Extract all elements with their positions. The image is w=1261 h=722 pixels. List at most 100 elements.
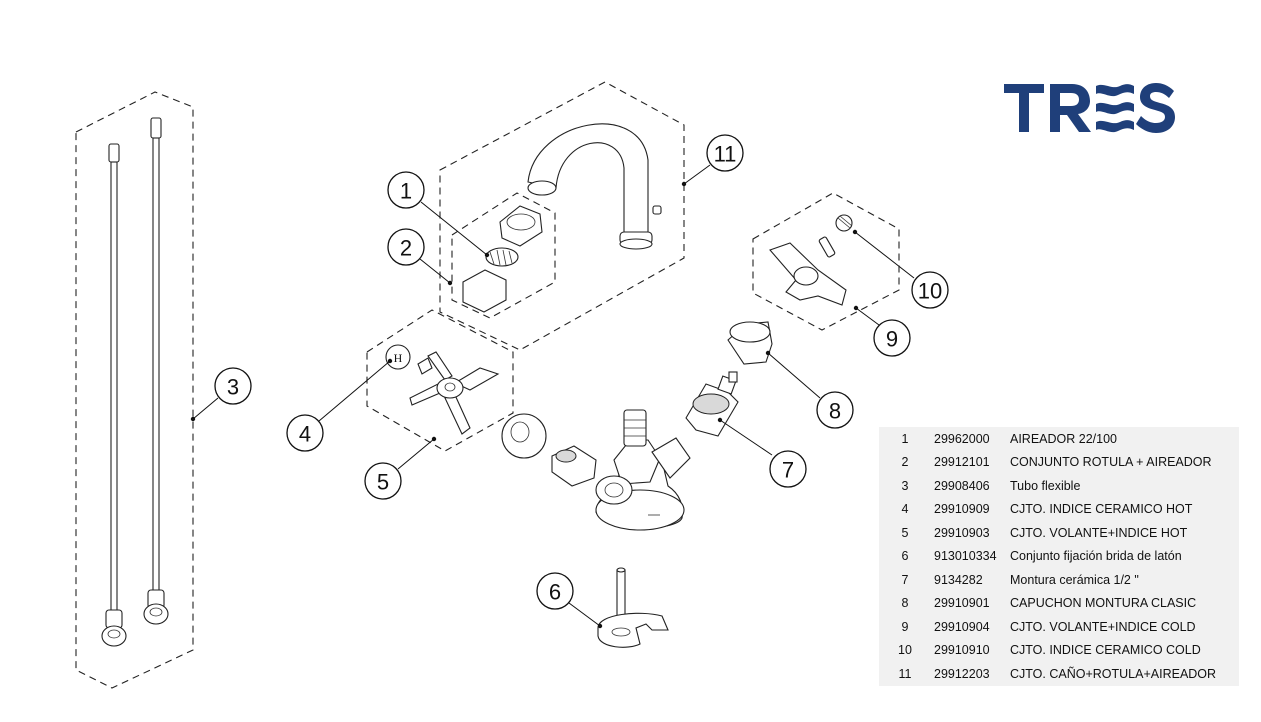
leader-11	[683, 164, 711, 185]
part-code: 29912203	[934, 666, 990, 681]
table-row: 4 29910909 CJTO. INDICE CERAMICO HOT	[879, 498, 1239, 522]
part-description: CJTO. VOLANTE+INDICE HOT	[1010, 525, 1188, 540]
table-row: 2 29912101 CONJUNTO ROTULA + AIREADOR	[879, 451, 1239, 475]
svg-text:H: H	[394, 351, 403, 365]
cold-indicator	[835, 214, 853, 232]
leader-10	[854, 231, 915, 279]
part-number: 7	[901, 572, 909, 587]
flexible-hose-right	[143, 117, 169, 625]
part-number: 4	[901, 502, 909, 517]
part-description: Montura cerámica 1/2 "	[1010, 572, 1139, 587]
leader-8	[767, 352, 821, 399]
part-description: CONJUNTO ROTULA + AIREADOR	[1010, 455, 1212, 470]
svg-text:5: 5	[377, 470, 389, 495]
leader-3	[192, 397, 219, 420]
ball-joint	[499, 205, 543, 247]
svg-text:1: 1	[400, 179, 412, 204]
part-code: 29962000	[934, 431, 990, 446]
part-description: Tubo flexible	[1010, 478, 1081, 493]
callout-11: 11	[706, 134, 744, 172]
group-outline-cold-handle	[752, 192, 900, 331]
table-row: 3 29908406 Tubo flexible	[879, 474, 1239, 498]
part-description: CJTO. INDICE CERAMICO HOT	[1010, 502, 1193, 517]
leader-1	[420, 201, 488, 256]
callout-2: 2	[387, 228, 425, 266]
part-code: 913010334	[934, 549, 997, 564]
part-code: 29910901	[934, 596, 990, 611]
table-row: 8 29910901 CAPUCHON MONTURA CLASIC	[879, 592, 1239, 616]
hot-handle	[409, 351, 500, 435]
mixer-body	[595, 409, 691, 531]
part-number: 8	[901, 596, 909, 611]
callout-10: 10	[911, 271, 949, 309]
part-number: 6	[901, 549, 909, 564]
hot-cartridge	[551, 445, 597, 487]
leader-2	[419, 258, 451, 284]
table-row: 7 9134282 Montura cerámica 1/2 "	[879, 568, 1239, 592]
aerator-housing	[462, 269, 507, 313]
group-outline-hot-handle	[366, 309, 514, 452]
part-description: CJTO. VOLANTE+INDICE COLD	[1010, 619, 1196, 634]
callout-3: 3	[214, 367, 252, 405]
leader-6	[568, 602, 601, 627]
callout-9: 9	[873, 319, 911, 357]
svg-text:7: 7	[782, 458, 794, 483]
svg-text:9: 9	[886, 327, 898, 352]
tres-logo	[1004, 83, 1175, 133]
table-row: 1 29962000 AIREADOR 22/100	[879, 427, 1239, 451]
part-number: 9	[901, 619, 909, 634]
callout-1: 1	[387, 171, 425, 209]
hot-cap	[501, 413, 547, 459]
parts-table: 1 29962000 AIREADOR 22/100 2 29912101 CONJUN…	[879, 427, 1239, 686]
leader-7	[719, 419, 773, 456]
group-outline-flexible-hoses	[75, 91, 194, 689]
table-row: 11 29912203 CJTO. CAÑO+ROTULA+AIREADOR	[879, 662, 1239, 686]
table-row: 6 913010334 Conjunto fijación brida de lat…	[879, 545, 1239, 569]
leader-5	[397, 438, 435, 470]
group-outline-aerator	[451, 192, 556, 319]
svg-text:2: 2	[400, 236, 412, 261]
part-number: 2	[901, 455, 909, 470]
callout-5: 5	[364, 462, 402, 500]
part-code: 29910903	[934, 525, 990, 540]
callout-8: 8	[816, 391, 854, 429]
hot-indicator: H	[385, 344, 411, 370]
part-code: 29910904	[934, 619, 990, 634]
part-description: CJTO. CAÑO+ROTULA+AIREADOR	[1010, 666, 1217, 681]
svg-text:11: 11	[714, 142, 737, 167]
svg-text:8: 8	[829, 399, 841, 424]
svg-text:3: 3	[227, 375, 239, 400]
part-number: 1	[901, 431, 909, 446]
part-code: 29908406	[934, 478, 990, 493]
part-number: 5	[901, 525, 909, 540]
spout	[527, 123, 662, 250]
part-code: 29910909	[934, 502, 990, 517]
callout-6: 6	[536, 572, 574, 610]
part-code: 29910910	[934, 643, 990, 658]
group-outline-spout	[439, 81, 685, 351]
part-code: 9134282	[934, 572, 983, 587]
part-description: AIREADOR 22/100	[1010, 431, 1117, 446]
cartridge-cap	[727, 321, 773, 365]
svg-text:10: 10	[918, 279, 942, 304]
callout-7: 7	[769, 450, 807, 488]
table-row: 5 29910903 CJTO. VOLANTE+INDICE HOT	[879, 521, 1239, 545]
part-code: 29912101	[934, 455, 990, 470]
svg-text:6: 6	[549, 580, 561, 605]
table-row: 9 29910904 CJTO. VOLANTE+INDICE COLD	[879, 615, 1239, 639]
part-description: CAPUCHON MONTURA CLASIC	[1010, 596, 1197, 611]
brass-flange-kit	[597, 567, 669, 648]
part-number: 3	[901, 478, 909, 493]
part-description: CJTO. INDICE CERAMICO COLD	[1010, 643, 1201, 658]
flexible-hose-left	[101, 143, 127, 647]
part-description: Conjunto fijación brida de latón	[1010, 549, 1182, 564]
leader-9	[855, 307, 880, 326]
leader-4	[318, 360, 391, 422]
aerator	[485, 247, 519, 267]
svg-text:4: 4	[299, 422, 311, 447]
callout-4: 4	[286, 414, 324, 452]
part-number: 11	[898, 666, 912, 681]
cold-handle	[769, 236, 847, 306]
